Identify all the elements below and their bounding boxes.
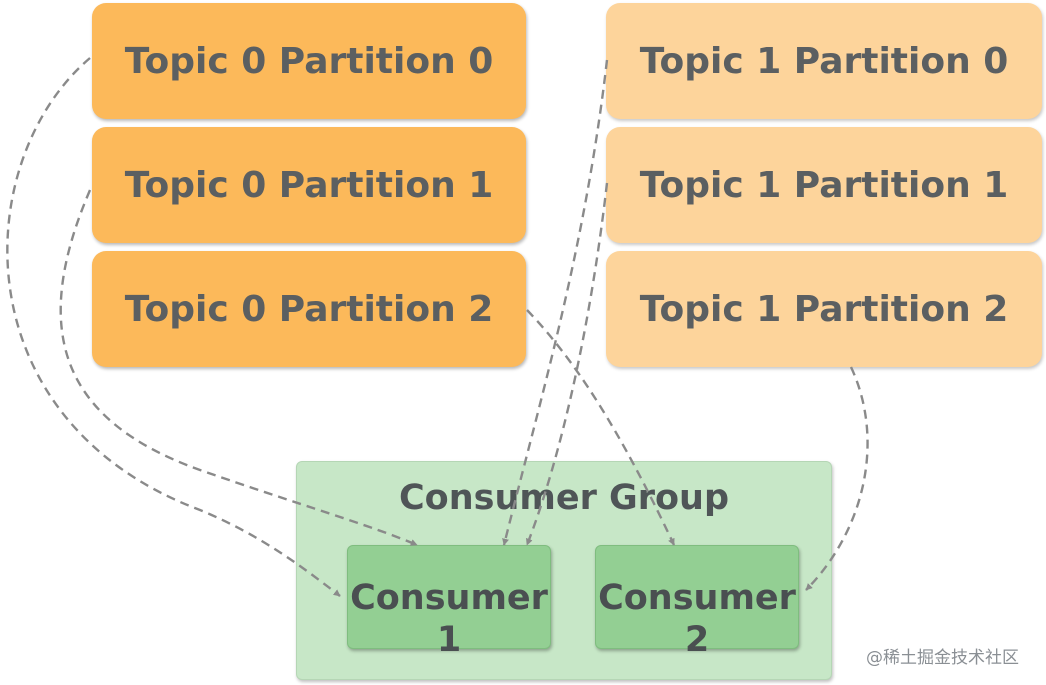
consumer-2-label: Consumer 2 [595,577,799,661]
topic0-partition2-label: Topic 0 Partition 2 [124,288,494,330]
topic1-partition0-label: Topic 1 Partition 0 [639,40,1009,82]
arrow-t1p0-to-consumer1 [502,59,609,546]
arrow-t0p1-to-consumer1 [59,189,418,547]
consumer-2-name: Consumer [598,578,796,618]
topic0-partition0-label: Topic 0 Partition 0 [124,40,494,82]
consumer-1-label: Consumer 1 [347,577,551,661]
arrow-t0p2-to-consumer2 [526,309,676,546]
consumer-1-name: Consumer [350,578,548,618]
topic0-partition1-label: Topic 0 Partition 1 [124,164,494,206]
topic1-partition1-label: Topic 1 Partition 1 [639,164,1009,206]
arrow-t1p1-to-consumer1 [525,182,609,546]
topic0-partition2: Topic 0 Partition 2 [92,251,526,367]
consumer-2 [595,545,799,649]
topic1-partition1: Topic 1 Partition 1 [606,127,1042,243]
topic0-partition1: Topic 0 Partition 1 [92,127,526,243]
consumer-1-number: 1 [436,620,462,660]
topic1-partition0: Topic 1 Partition 0 [606,3,1042,119]
watermark: @稀土掘金技术社区 [866,648,1019,668]
arrow-t0p0-to-consumer1 [6,57,341,597]
arrow-t1p2-to-consumer2 [805,366,869,591]
topic0-partition0: Topic 0 Partition 0 [92,3,526,119]
consumer-2-number: 2 [684,620,710,660]
topic1-partition2-label: Topic 1 Partition 2 [639,288,1009,330]
consumer-1 [347,545,551,649]
topic1-partition2: Topic 1 Partition 2 [606,251,1042,367]
consumer-group-title: Consumer Group [398,478,730,518]
